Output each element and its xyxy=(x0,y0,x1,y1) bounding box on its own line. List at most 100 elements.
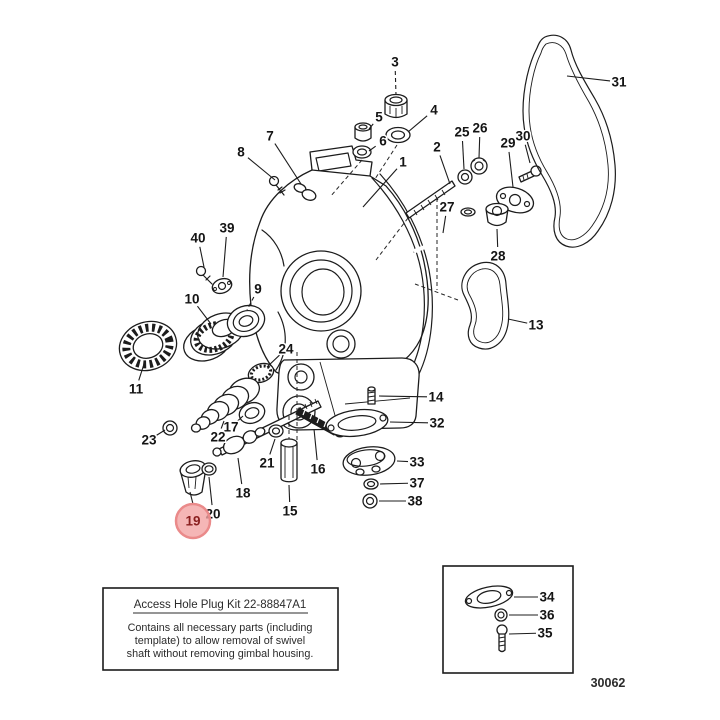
part-label-21: 21 xyxy=(259,456,275,471)
part-label-28: 28 xyxy=(490,249,506,264)
inset-kit-box xyxy=(442,565,574,674)
part-label-33: 33 xyxy=(409,455,425,470)
leader-line-11 xyxy=(138,363,145,381)
part-label-25: 25 xyxy=(454,125,470,140)
leader-line-24 xyxy=(266,354,280,368)
washer-36-drawing xyxy=(494,608,508,622)
washer-21-drawing xyxy=(268,424,284,438)
seal-ring-9-drawing xyxy=(226,304,266,338)
leader-line-32 xyxy=(389,421,429,424)
leader-line-4 xyxy=(407,115,428,133)
part-label-22: 22 xyxy=(210,430,225,445)
part-label-31: 31 xyxy=(611,75,627,90)
leader-line-20 xyxy=(208,476,213,506)
bellows-22-drawing xyxy=(190,377,261,433)
leader-line-3 xyxy=(394,70,397,96)
part-label-38: 38 xyxy=(407,494,423,509)
washer-37-drawing xyxy=(363,478,379,490)
note-title: Access Hole Plug Kit 22-88847A1 xyxy=(134,599,307,611)
part-label-18: 18 xyxy=(235,486,251,501)
leader-line-13 xyxy=(507,318,528,324)
leader-line-23 xyxy=(156,429,166,436)
part-label-26: 26 xyxy=(472,121,488,136)
leader-line-5 xyxy=(368,123,374,130)
flange-washer-39-drawing xyxy=(211,277,233,295)
leader-line-8 xyxy=(247,157,276,181)
part-label-30: 30 xyxy=(515,129,530,144)
anode-plate-33-drawing xyxy=(342,446,396,476)
part-label-37: 37 xyxy=(409,476,424,491)
part-label-9: 9 xyxy=(254,282,262,297)
part-label-36: 36 xyxy=(539,608,555,623)
drawing-number: 30062 xyxy=(591,676,626,690)
leader-line-18 xyxy=(237,457,243,485)
stud-2-drawing xyxy=(405,180,456,219)
part-label-32: 32 xyxy=(429,416,444,431)
hose-27-drawing xyxy=(412,207,476,254)
leader-line-7 xyxy=(274,143,302,185)
leader-line-16 xyxy=(313,428,318,461)
part-label-13: 13 xyxy=(528,318,544,333)
part-label-6: 6 xyxy=(379,134,387,149)
leader-line-40 xyxy=(199,246,205,268)
leader-line-1 xyxy=(362,168,398,208)
bearing-race-11-drawing xyxy=(118,320,178,372)
part-label-3: 3 xyxy=(391,55,399,70)
gasket-34-drawing xyxy=(464,585,514,609)
gasket-13-drawing xyxy=(461,261,510,350)
part-label-8: 8 xyxy=(237,145,245,160)
gimbal-housing-drawing xyxy=(249,145,433,431)
clip-7-drawing xyxy=(293,183,317,201)
leader-line-2 xyxy=(439,155,451,185)
sleeve-5-drawing xyxy=(354,122,372,142)
note-body-line-3: shaft without removing gimbal housing. xyxy=(127,648,314,660)
leader-line-37 xyxy=(379,482,409,485)
washer-17-drawing xyxy=(238,401,266,425)
nut-23-drawing xyxy=(162,420,178,436)
part-label-2: 2 xyxy=(433,140,441,155)
part-label-34: 34 xyxy=(539,590,555,605)
part-label-15: 15 xyxy=(282,504,298,519)
part-label-39: 39 xyxy=(219,221,234,236)
bolt-40-drawing xyxy=(195,265,213,285)
part-label-19: 19 xyxy=(185,514,200,529)
part-label-40: 40 xyxy=(190,231,205,246)
bolt-8-drawing xyxy=(268,175,286,196)
leader-line-29 xyxy=(508,151,514,188)
part-label-29: 29 xyxy=(500,136,515,151)
leader-line-35 xyxy=(508,632,537,635)
leader-line-22 xyxy=(220,420,225,429)
gasket-32-drawing xyxy=(325,408,389,438)
alignment-dashed-lines xyxy=(288,144,459,443)
leader-line-14 xyxy=(378,395,428,398)
part-label-14: 14 xyxy=(428,390,444,405)
grommet-6-drawing xyxy=(352,145,372,159)
leader-line-21 xyxy=(269,438,276,455)
washer-25-drawing xyxy=(457,169,473,185)
leader-line-9 xyxy=(246,296,255,311)
part-label-4: 4 xyxy=(430,103,438,118)
leader-line-25 xyxy=(461,140,465,170)
part-label-10: 10 xyxy=(184,292,199,307)
leader-line-27 xyxy=(442,215,447,234)
leader-line-39 xyxy=(222,236,227,278)
leader-line-15 xyxy=(288,484,291,503)
leader-line-33 xyxy=(396,460,409,463)
part-label-27: 27 xyxy=(439,200,454,215)
leader-line-31 xyxy=(566,75,611,82)
part-label-16: 16 xyxy=(310,462,326,477)
part-label-24: 24 xyxy=(278,342,294,357)
nut-26-drawing xyxy=(470,157,488,175)
bolt-35-drawing xyxy=(496,624,508,653)
o-ring-20-drawing xyxy=(201,462,217,476)
leader-line-17 xyxy=(237,415,244,422)
leader-line-30 xyxy=(524,144,531,164)
note-body-line-2: template) to allow removal of swivel xyxy=(135,635,305,647)
leader-line-28 xyxy=(496,228,499,248)
part-label-1: 1 xyxy=(399,155,407,170)
part-label-17: 17 xyxy=(223,420,238,435)
leader-line-26 xyxy=(478,136,481,159)
